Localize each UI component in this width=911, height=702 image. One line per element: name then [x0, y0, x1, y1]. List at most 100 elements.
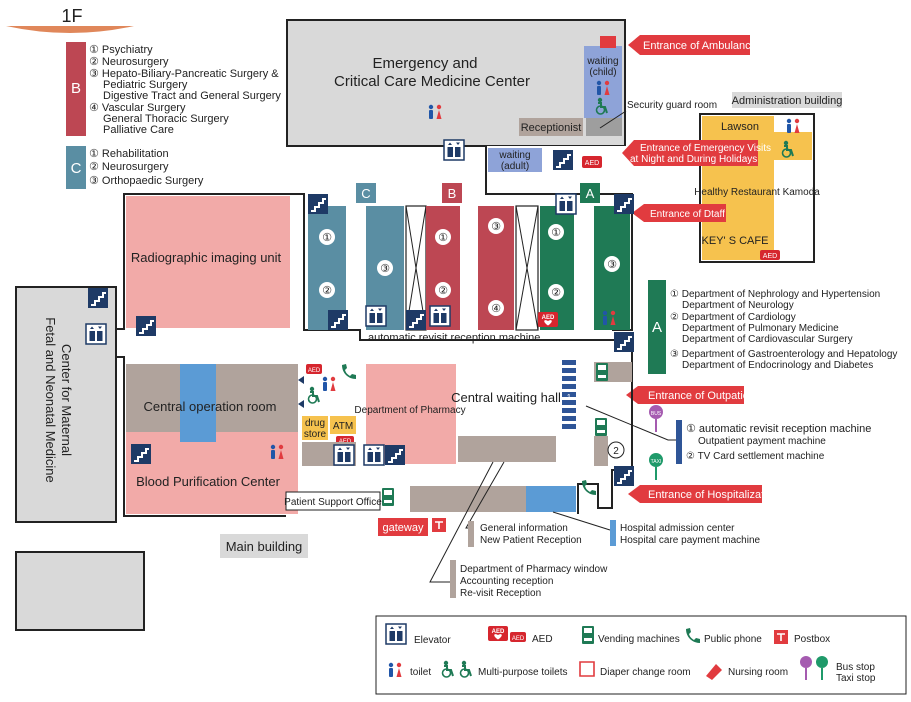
gateway-badge: [378, 518, 428, 536]
main-building-tag: [220, 534, 308, 558]
entrance-hospitalization-label: Entrance of Hospitalization: [648, 489, 779, 501]
lawson-label: Lawson: [721, 121, 759, 133]
general-info-callout: General information: [480, 523, 568, 534]
machines-callout: ① automatic revisit reception machine: [686, 423, 871, 435]
pharmacy-window-callout: Accounting reception: [460, 576, 553, 587]
taxi-tag: TAXI: [651, 459, 662, 465]
legend-c-swatch: [66, 146, 86, 189]
entrance-staff[interactable]: Entrance of Dtaff: [632, 204, 726, 222]
admission-callout-bar: [610, 520, 616, 546]
atm[interactable]: [330, 416, 356, 434]
legend-c-letter: C: [71, 160, 82, 177]
elevator-icon: [85, 323, 107, 345]
legend-b-letter: B: [71, 80, 81, 97]
radiographic-unit[interactable]: Radiographic imaging unit: [126, 196, 290, 337]
taxi-stop-icon: [816, 656, 828, 668]
elevator-icon: [555, 193, 577, 215]
stairs-icon: [135, 315, 157, 337]
pharmacy-window-callout: Re-visit Reception: [460, 588, 541, 599]
entrance-hospitalization[interactable]: Entrance of Hospitalization: [628, 485, 779, 503]
legend-toilet-label: toilet: [410, 667, 431, 678]
entrance-staff-label: Entrance of Dtaff: [650, 209, 725, 220]
radiographic-label: Radiographic imaging unit: [131, 250, 282, 265]
block-c-room: [308, 206, 346, 330]
legend-a: A ① Department of Nephrology and Hyperte…: [648, 280, 897, 374]
central-operation-room[interactable]: Central operation room: [126, 364, 298, 432]
facility-icons: AED: [298, 364, 356, 408]
blood-purification-label: Blood Purification Center: [136, 474, 280, 489]
stairs-icon: [130, 443, 152, 465]
entrance-ambulance-label: Entrance of Ambulance: [643, 40, 757, 52]
emergency-center-title: Emergency and: [372, 55, 477, 72]
toilet-icon: [322, 376, 336, 391]
entrance-hospitalization-arrow: [628, 485, 762, 503]
aed-tag: AED: [512, 636, 525, 642]
patient-support-label: Patient Support Office: [284, 497, 382, 508]
block-a[interactable]: ① ② ③: [538, 193, 635, 330]
bus-stop-icon: [800, 656, 812, 668]
general-information-desk[interactable]: [458, 436, 556, 462]
legend-a-line: Department of Neurology: [682, 300, 794, 311]
central-operation-corridor: [180, 364, 216, 432]
pharmacy[interactable]: Department of Pharmacy: [354, 364, 466, 466]
atm-label: ATM: [333, 421, 353, 432]
drug-store[interactable]: [302, 416, 328, 440]
nursing-room-icon: [706, 664, 722, 680]
block-c[interactable]: ① ② ③: [307, 193, 404, 331]
phone-icon: [582, 480, 596, 495]
phone-icon: [342, 364, 356, 379]
entrance-night[interactable]: Entrance of Emergency Visits at Night an…: [622, 140, 771, 166]
entrance-night-label: Entrance of Emergency Visits: [640, 143, 771, 154]
elevator-icon: [363, 444, 385, 466]
aed-icon: [510, 632, 526, 642]
main-building-label: Main building: [226, 539, 303, 554]
block-c-letter: C: [361, 186, 370, 201]
block-a-letter: A: [586, 186, 595, 201]
patient-support-office[interactable]: [285, 491, 381, 511]
entrance-outpatient-label: Entrance of Outpatient: [648, 390, 758, 402]
machine-number-2: 2: [613, 446, 619, 457]
revisit-machines[interactable]: [562, 360, 576, 429]
legend-postbox-label: Postbox: [794, 634, 830, 645]
entrance-night-label: at Night and During Holidays: [630, 154, 757, 165]
stairs-icon: [87, 287, 109, 309]
legend-taxi-label: Taxi stop: [836, 673, 876, 684]
entrance-night-arrow: [622, 140, 758, 166]
legend-a-line: ① Department of Nephrology and Hypertens…: [670, 289, 880, 300]
floor-label: 1F: [61, 6, 82, 26]
administration-building[interactable]: Lawson Healthy Restaurant Kamoda KEY' S …: [694, 113, 820, 263]
admission-callout: Hospital admission center: [620, 523, 735, 534]
aed-icon: [760, 250, 780, 260]
drug-store-label: store: [304, 429, 327, 440]
emergency-center[interactable]: Emergency and Critical Care Medicine Cen…: [286, 19, 646, 170]
stairs-icon: [613, 465, 635, 487]
entrance-outpatient[interactable]: Entrance of Outpatient: [626, 386, 758, 404]
icon-legend-box: [375, 615, 907, 695]
vending-machine-icon: [382, 488, 394, 506]
maternal-center[interactable]: Center for Maternal Fetal and Neonatal M…: [15, 286, 117, 523]
stairs-icon: [405, 309, 427, 331]
elevator-icon: [365, 305, 387, 327]
entrance-ambulance-arrow: [628, 35, 750, 55]
machines-callout-bar: [676, 420, 682, 464]
admission-center-counter[interactable]: [526, 486, 576, 512]
admission-callout: Hospital care payment machine: [620, 535, 761, 546]
block-b[interactable]: ① ② ③ ④: [405, 206, 514, 331]
entrance-staff-arrow: [632, 204, 726, 222]
maternal-center-label: Fetal and Neonatal Medicine: [43, 317, 58, 483]
block-a-number: ②: [551, 287, 561, 299]
tv-card-machine[interactable]: [594, 436, 608, 466]
stairs-icon: [307, 193, 329, 215]
security-guard-room: [586, 118, 622, 136]
stairs-icon: [552, 149, 574, 171]
stairs-icon: [327, 309, 349, 331]
stairs-icon: [384, 444, 406, 466]
block-b-letter: B: [448, 186, 457, 201]
nursing-room-icon: [600, 36, 616, 48]
elevator-icon: [333, 444, 355, 466]
gateway[interactable]: gateway: [378, 518, 446, 536]
keys-cafe-label: KEY' S CAFE: [702, 235, 769, 247]
blood-purification-center[interactable]: Blood Purification Center: [126, 432, 298, 514]
entrance-ambulance[interactable]: Entrance of Ambulance: [628, 35, 757, 55]
block-c-number: ②: [322, 285, 332, 297]
